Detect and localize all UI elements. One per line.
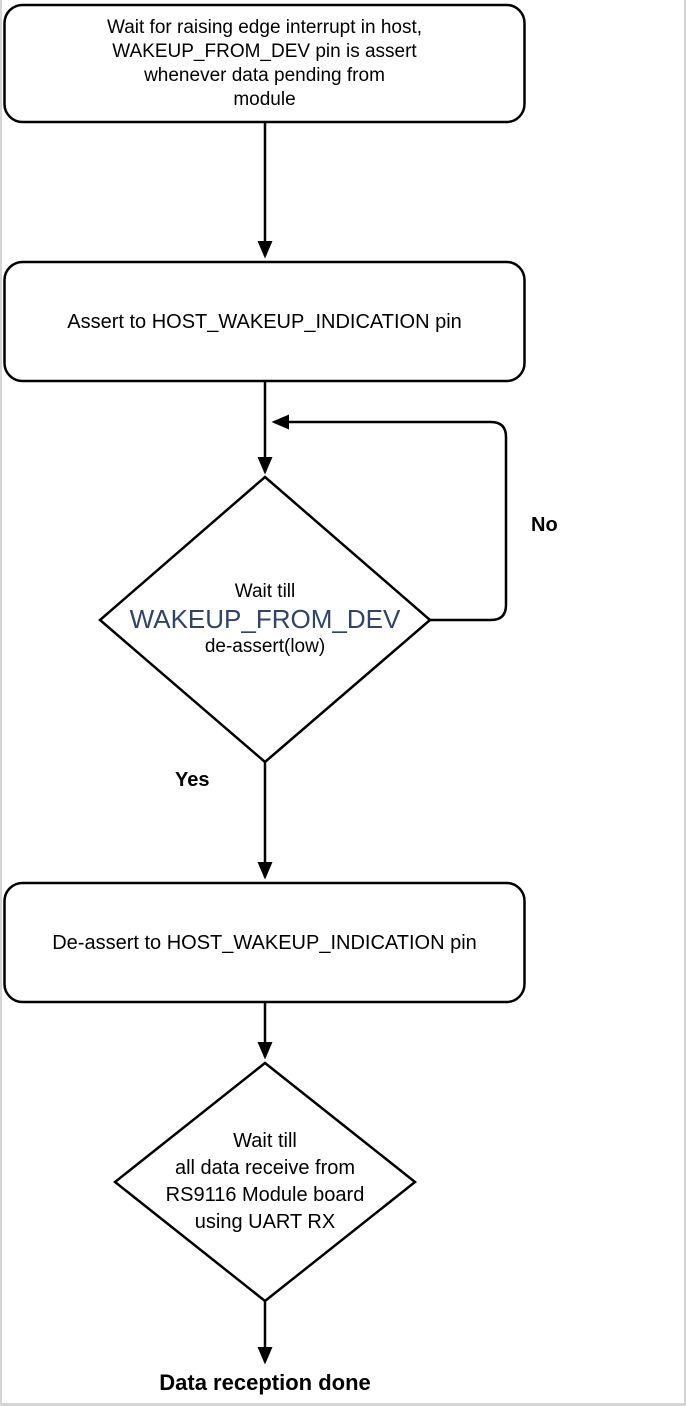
decision1-signal-name: WAKEUP_FROM_DEV xyxy=(129,604,401,634)
decision2-line: RS9116 Module board xyxy=(165,1184,365,1206)
decision1-line3: de-assert(low) xyxy=(204,636,326,657)
deassert-node-text: De-assert to HOST_WAKEUP_INDICATION pin xyxy=(4,883,525,1002)
start-node-line: Wait for raising edge interrupt in host, xyxy=(106,16,423,38)
deassert-node-label: De-assert to HOST_WAKEUP_INDICATION pin xyxy=(52,931,477,954)
yes-branch-label: Yes xyxy=(175,769,210,791)
assert-node-text: Assert to HOST_WAKEUP_INDICATION pin xyxy=(4,262,525,381)
start-node-line: WAKEUP_FROM_DEV pin is assert xyxy=(112,40,417,62)
decision1-text: Wait till WAKEUP_FROM_DEV de-assert(low) xyxy=(100,477,430,762)
decision2-text: Wait till all data receive from RS9116 M… xyxy=(115,1063,415,1301)
start-node-line: whenever data pending from xyxy=(144,64,385,86)
decision2-line: Wait till xyxy=(233,1130,297,1152)
no-branch-label: No xyxy=(531,514,558,536)
no-loopback-connector xyxy=(271,414,508,622)
start-node-text: Wait for raising edge interrupt in host,… xyxy=(4,5,525,122)
decision2-line: using UART RX xyxy=(194,1211,336,1233)
assert-node-label: Assert to HOST_WAKEUP_INDICATION pin xyxy=(67,310,462,333)
decision2-line: all data receive from xyxy=(174,1157,356,1179)
start-node-line: module xyxy=(233,88,296,110)
end-state-label: Data reception done xyxy=(159,1370,371,1395)
decision1-line1: Wait till xyxy=(234,581,296,602)
